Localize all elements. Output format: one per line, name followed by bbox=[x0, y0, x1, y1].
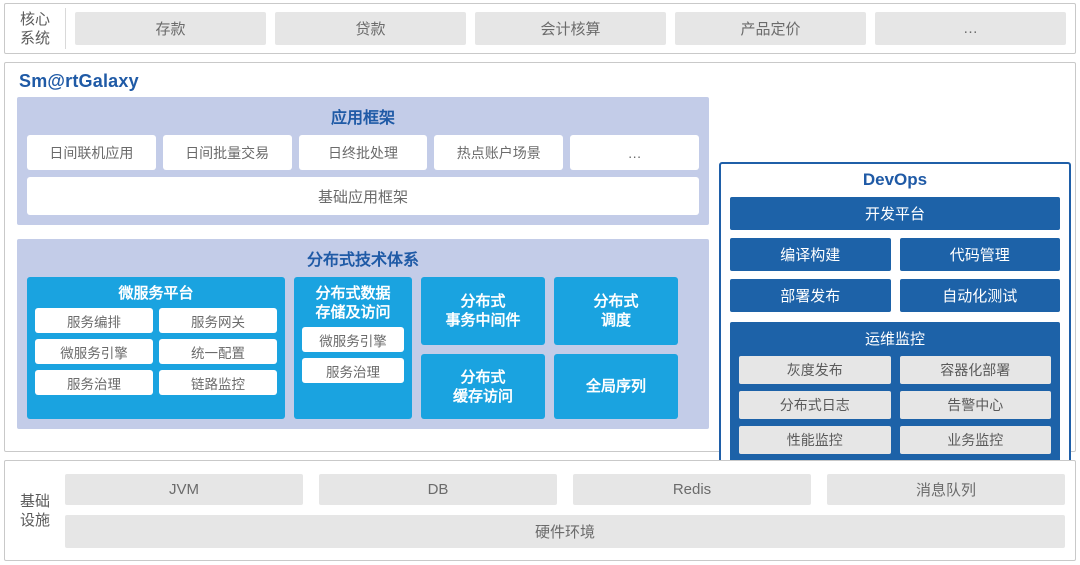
ms-item-unified-config[interactable]: 统一配置 bbox=[159, 339, 277, 364]
ops-monitoring-title: 运维监控 bbox=[864, 331, 925, 348]
ops-row-1: 灰度发布 容器化部署 bbox=[739, 356, 1051, 384]
appfw-base-framework[interactable]: 基础应用框架 bbox=[27, 177, 699, 215]
appfw-item-more[interactable]: … bbox=[570, 135, 699, 170]
dds-item-service-governance[interactable]: 服务治理 bbox=[302, 358, 404, 383]
infrastructure-label-line2: 设施 bbox=[19, 511, 50, 529]
ms-item-microservice-engine[interactable]: 微服务引擎 bbox=[35, 339, 153, 364]
ops-row-2: 分布式日志 告警中心 bbox=[739, 391, 1051, 419]
core-item-product-pricing[interactable]: 产品定价 bbox=[675, 12, 866, 45]
ms-item-link-monitoring[interactable]: 链路监控 bbox=[159, 370, 277, 395]
core-system-label-line1: 核心 bbox=[19, 10, 50, 28]
distributed-middle-column: 分布式 事务中间件 分布式 缓存访问 bbox=[421, 277, 545, 419]
dds-row-2: 服务治理 bbox=[302, 358, 404, 383]
devops-panel: DevOps 开发平台 编译构建 代码管理 部署发布 自动化测试 运维监控 灰度… bbox=[719, 162, 1071, 500]
ops-item-business-monitoring[interactable]: 业务监控 bbox=[899, 426, 1051, 454]
ms-item-service-gateway[interactable]: 服务网关 bbox=[159, 308, 277, 333]
dds-item-microservice-engine[interactable]: 微服务引擎 bbox=[302, 327, 404, 352]
microservice-row-1: 服务编排 服务网关 bbox=[35, 308, 277, 333]
dca-line2: 缓存访问 bbox=[452, 387, 513, 405]
devops-item-build[interactable]: 编译构建 bbox=[730, 238, 891, 271]
devops-title: DevOps bbox=[862, 170, 928, 189]
core-item-loan[interactable]: 贷款 bbox=[275, 12, 466, 45]
dtm-line1: 分布式 bbox=[460, 293, 506, 310]
appfw-item-hot-account[interactable]: 热点账户场景 bbox=[434, 135, 564, 170]
ops-item-gray-release[interactable]: 灰度发布 bbox=[739, 356, 891, 384]
core-item-deposit[interactable]: 存款 bbox=[75, 12, 266, 45]
distributed-tech-band: 分布式技术体系 微服务平台 服务编排 服务网关 微服务引擎 统一配置 bbox=[17, 239, 709, 429]
platform-left-column: 应用框架 日间联机应用 日间批量交易 日终批处理 热点账户场景 … 基础应用框架… bbox=[17, 97, 709, 429]
ms-item-service-governance[interactable]: 服务治理 bbox=[35, 370, 153, 395]
application-framework-band: 应用框架 日间联机应用 日间批量交易 日终批处理 热点账户场景 … 基础应用框架 bbox=[17, 97, 709, 225]
ds-line2: 调度 bbox=[600, 312, 631, 329]
core-system-label-line2: 系统 bbox=[19, 29, 50, 47]
distributed-tech-grid: 微服务平台 服务编排 服务网关 微服务引擎 统一配置 服务治理 bbox=[27, 277, 699, 419]
application-framework-items: 日间联机应用 日间批量交易 日终批处理 热点账户场景 … bbox=[27, 135, 699, 170]
ops-item-alert-center[interactable]: 告警中心 bbox=[899, 391, 1051, 419]
ops-item-distributed-logging[interactable]: 分布式日志 bbox=[739, 391, 891, 419]
core-system-panel: 核心 系统 存款 贷款 会计核算 产品定价 … bbox=[4, 3, 1076, 54]
application-framework-title: 应用框架 bbox=[330, 110, 395, 127]
ds-line1: 分布式 bbox=[593, 293, 639, 310]
dds-title-line2: 存储及访问 bbox=[315, 304, 391, 321]
card-distributed-scheduling[interactable]: 分布式 调度 bbox=[554, 277, 678, 345]
core-item-accounting[interactable]: 会计核算 bbox=[475, 12, 666, 45]
infra-item-jvm[interactable]: JVM bbox=[65, 473, 303, 505]
devops-item-automated-testing[interactable]: 自动化测试 bbox=[899, 279, 1060, 312]
infra-item-db[interactable]: DB bbox=[319, 473, 557, 505]
infrastructure-panel: 基础 设施 JVM DB Redis 消息队列 硬件环境 bbox=[4, 460, 1076, 561]
card-distributed-cache-access[interactable]: 分布式 缓存访问 bbox=[421, 354, 545, 419]
core-system-label: 核心 系统 bbox=[5, 8, 66, 49]
devops-dev-platform[interactable]: 开发平台 bbox=[730, 197, 1060, 230]
core-system-items: 存款 贷款 会计核算 产品定价 … bbox=[66, 12, 1075, 45]
ms-item-service-orchestration[interactable]: 服务编排 bbox=[35, 308, 153, 333]
ops-item-performance-monitoring[interactable]: 性能监控 bbox=[739, 426, 891, 454]
infrastructure-label-line1: 基础 bbox=[19, 492, 50, 510]
devops-item-deploy-release[interactable]: 部署发布 bbox=[730, 279, 891, 312]
distributed-right-column: 分布式 调度 全局序列 bbox=[554, 277, 678, 419]
platform-panel: Sm@rtGalaxy 应用框架 日间联机应用 日间批量交易 日终批处理 热点账… bbox=[4, 62, 1076, 500]
dds-title-line1: 分布式数据 bbox=[315, 285, 391, 302]
microservice-platform-items: 服务编排 服务网关 微服务引擎 统一配置 服务治理 链路监控 bbox=[27, 308, 285, 403]
distributed-tech-title: 分布式技术体系 bbox=[306, 252, 419, 269]
infrastructure-items: JVM DB Redis 消息队列 bbox=[65, 473, 1065, 505]
microservice-row-3: 服务治理 链路监控 bbox=[35, 370, 277, 395]
infra-item-message-queue[interactable]: 消息队列 bbox=[827, 473, 1065, 505]
appfw-item-daytime-online[interactable]: 日间联机应用 bbox=[27, 135, 156, 170]
devops-item-code-management[interactable]: 代码管理 bbox=[899, 238, 1060, 271]
microservice-platform-title: 微服务平台 bbox=[118, 285, 194, 302]
distributed-data-storage-items: 微服务引擎 服务治理 bbox=[294, 327, 412, 391]
devops-row-1: 编译构建 代码管理 bbox=[730, 238, 1060, 271]
distributed-data-storage-card: 分布式数据 存储及访问 微服务引擎 服务治理 bbox=[294, 277, 412, 419]
dca-line1: 分布式 bbox=[460, 368, 506, 386]
infrastructure-content: JVM DB Redis 消息队列 硬件环境 bbox=[65, 473, 1075, 548]
infra-hardware-environment[interactable]: 硬件环境 bbox=[65, 514, 1065, 548]
card-global-sequence[interactable]: 全局序列 bbox=[554, 354, 678, 419]
ops-item-containerized-deploy[interactable]: 容器化部署 bbox=[899, 356, 1051, 384]
dds-row-1: 微服务引擎 bbox=[302, 327, 404, 352]
appfw-item-daytime-batch[interactable]: 日间批量交易 bbox=[162, 135, 292, 170]
microservice-row-2: 微服务引擎 统一配置 bbox=[35, 339, 277, 364]
appfw-item-eod-batch[interactable]: 日终批处理 bbox=[298, 135, 428, 170]
devops-row-2: 部署发布 自动化测试 bbox=[730, 279, 1060, 312]
infra-item-redis[interactable]: Redis bbox=[573, 473, 811, 505]
ops-monitoring-card: 运维监控 灰度发布 容器化部署 分布式日志 告警中心 性能监控 业务监控 bbox=[730, 322, 1060, 463]
infrastructure-label: 基础 设施 bbox=[5, 492, 65, 530]
platform-brand-title: Sm@rtGalaxy bbox=[19, 71, 139, 91]
card-distributed-transaction-middleware[interactable]: 分布式 事务中间件 bbox=[421, 277, 545, 345]
distributed-data-storage-title: 分布式数据 存储及访问 bbox=[294, 277, 412, 327]
core-item-more[interactable]: … bbox=[875, 12, 1066, 45]
microservice-platform-card: 微服务平台 服务编排 服务网关 微服务引擎 统一配置 服务治理 bbox=[27, 277, 285, 419]
dtm-line2: 事务中间件 bbox=[445, 312, 521, 329]
ops-row-3: 性能监控 业务监控 bbox=[739, 426, 1051, 454]
gs-line1: 全局序列 bbox=[585, 378, 646, 395]
